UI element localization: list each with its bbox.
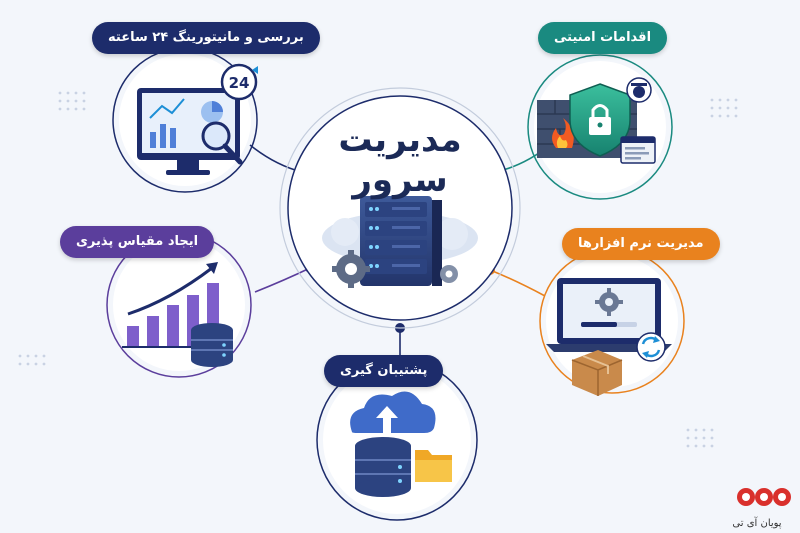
label-backup: پشتیبان گیری <box>324 355 444 387</box>
clock-24-label: 24 <box>229 74 250 92</box>
hacker-icon <box>626 77 652 103</box>
laptop-settings-icon <box>546 278 672 352</box>
gear-icon <box>332 250 458 288</box>
dot-pattern-right <box>686 98 738 448</box>
label-software: مدیریت نرم افزارها <box>562 228 720 260</box>
folder-icon <box>415 450 452 482</box>
center-title-line1: مدیریت <box>338 120 462 160</box>
database-stack-icon <box>191 323 233 367</box>
config-window-icon <box>620 136 656 164</box>
brand-text: پویان آی تی <box>732 518 782 529</box>
label-monitoring: بررسی و مانیتورینگ ۲۴ ساعته <box>92 22 320 54</box>
shield-lock-icon <box>569 83 631 157</box>
clock-24-icon: 24 <box>220 63 258 101</box>
dot-pattern-left <box>18 91 86 366</box>
package-box-icon <box>571 350 623 396</box>
brand-logo-icon <box>737 488 791 506</box>
monitor-chart-icon <box>137 88 243 175</box>
backup-database-icon <box>355 437 411 497</box>
cloud-upload-icon <box>350 391 436 434</box>
label-scalability: ایجاد مقیاس پذیری <box>60 226 215 258</box>
label-security: اقدامات امنیتی <box>538 22 668 54</box>
refresh-icon <box>636 332 666 362</box>
center-title-line2: سرور <box>352 160 448 200</box>
brand: پویان آی تی <box>722 499 792 529</box>
center-title: مدیریت سرور <box>318 120 482 200</box>
server-rack-icon <box>360 196 442 286</box>
